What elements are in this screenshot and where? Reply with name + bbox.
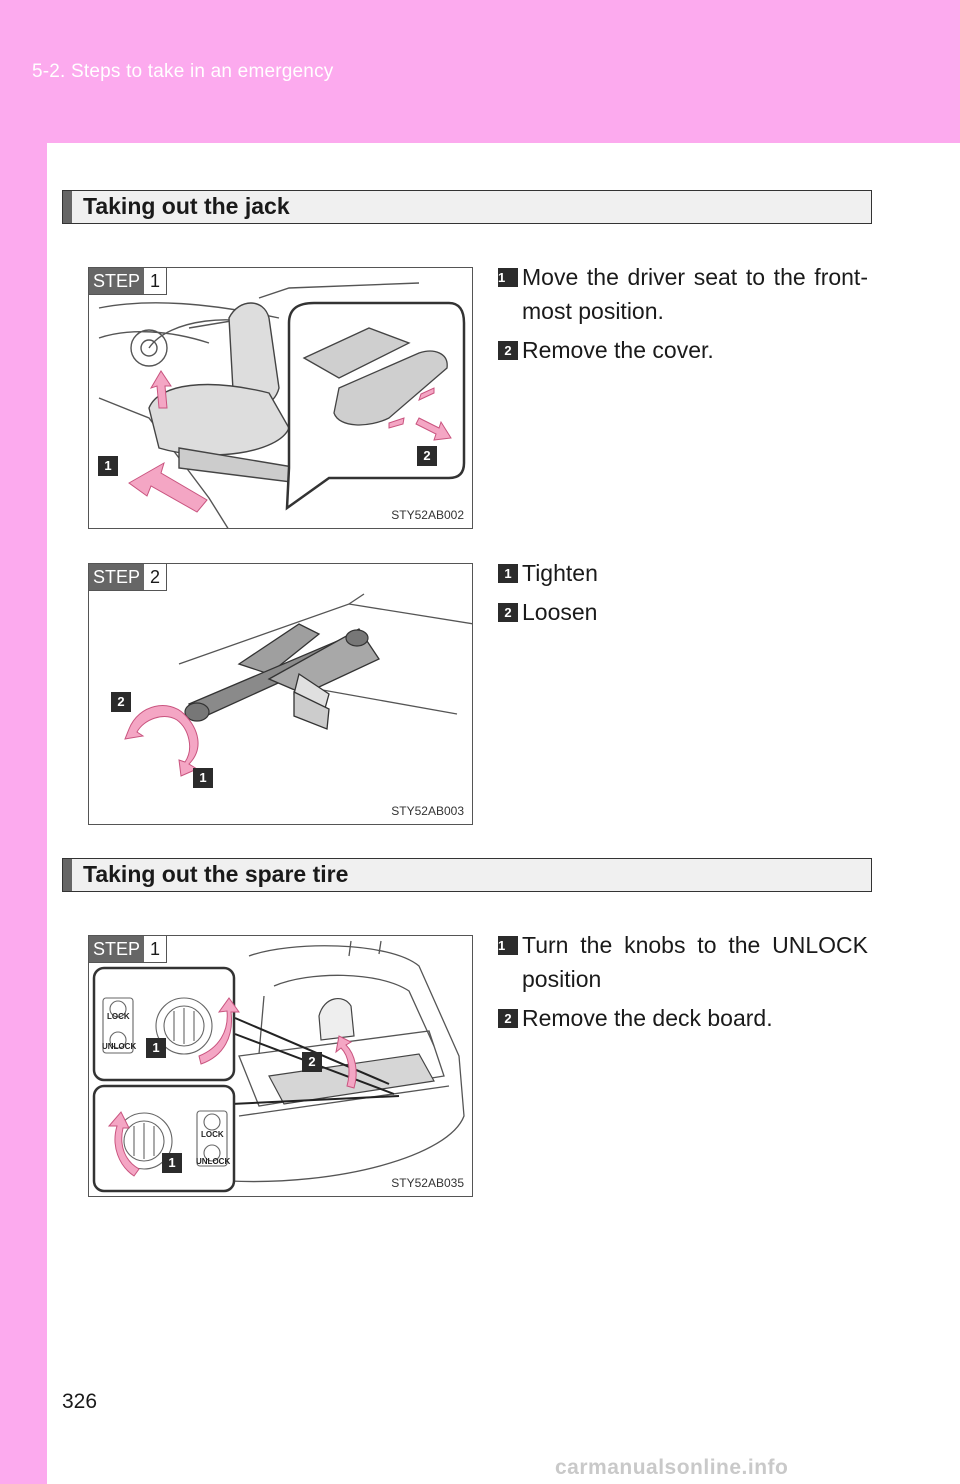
section-heading-jack: Taking out the jack: [62, 190, 872, 224]
instruction-text: Remove the cover.: [522, 337, 714, 363]
instructions-spare-tire: 1 Turn the knobs to the UNLOCK position …: [498, 928, 868, 1040]
callout-1: 1: [146, 1038, 166, 1058]
step-number: 1: [144, 936, 167, 962]
figure-code: STY52AB035: [391, 1176, 464, 1190]
jack-illustration: [124, 593, 472, 777]
instruction-item: 1 Move the driver seat to the front-most…: [498, 260, 868, 328]
step-word: STEP: [89, 936, 145, 962]
step-tab: STEP 1: [89, 268, 168, 295]
instruction-number-badge: 2: [498, 341, 518, 360]
trunk-illustration: [92, 940, 465, 1193]
figure-code: STY52AB002: [391, 508, 464, 522]
figure-code: STY52AB003: [391, 804, 464, 818]
step-word: STEP: [89, 268, 145, 294]
instructions-step1: 1 Move the driver seat to the front-most…: [498, 260, 868, 372]
instruction-text: Loosen: [522, 599, 598, 625]
step-tab: STEP 2: [89, 564, 168, 591]
figure-move-seat: STEP 1 1 2 STY52AB002: [88, 267, 473, 529]
instruction-item: 2 Remove the deck board.: [498, 1001, 868, 1035]
callout-2: 2: [111, 692, 131, 712]
section-heading-spare-tire: Taking out the spare tire: [62, 858, 872, 892]
watermark: carmanualsonline.info: [555, 1456, 789, 1479]
callout-1: 1: [162, 1153, 182, 1173]
section-title: Taking out the spare tire: [83, 861, 349, 887]
callout-1: 1: [98, 456, 118, 476]
instruction-item: 2 Remove the cover.: [498, 333, 868, 367]
knob-label-unlock: UNLOCK: [196, 1157, 231, 1166]
instruction-number-badge: 2: [498, 1009, 518, 1028]
knob-label-unlock: UNLOCK: [102, 1042, 137, 1051]
callout-2: 2: [302, 1052, 322, 1072]
figure-deck-board: STEP 1 LOCK UNLOCK LOCK UNLOCK 1 2 1 STY…: [88, 935, 473, 1197]
instruction-number-badge: 1: [498, 936, 518, 955]
step-number: 1: [144, 268, 167, 294]
section-title: Taking out the jack: [83, 193, 290, 219]
instruction-item: 2 Loosen: [498, 595, 868, 629]
figure-jack: STEP 2 2 1 STY52AB003: [88, 563, 473, 825]
step-tab: STEP 1: [89, 936, 168, 963]
callout-2: 2: [417, 446, 437, 466]
page-number: 326: [62, 1390, 98, 1413]
step-word: STEP: [89, 564, 145, 590]
seat-illustration: [98, 282, 466, 528]
instruction-item: 1 Turn the knobs to the UNLOCK position: [498, 928, 868, 996]
running-header: 5-2. Steps to take in an emergency: [32, 61, 334, 82]
instruction-text: Tighten: [522, 560, 598, 586]
callout-1: 1: [193, 768, 213, 788]
instructions-step2: 1 Tighten 2 Loosen: [498, 556, 868, 634]
knob-label-lock: LOCK: [107, 1012, 130, 1021]
instruction-number-badge: 1: [498, 564, 518, 583]
instruction-number-badge: 2: [498, 603, 518, 622]
knob-label-lock: LOCK: [201, 1130, 224, 1139]
instruction-text: Move the driver seat to the front-most p…: [522, 264, 868, 324]
heading-bar: [63, 191, 72, 223]
instruction-text: Remove the deck board.: [522, 1005, 773, 1031]
instruction-number-badge: 1: [498, 268, 518, 287]
heading-bar: [63, 859, 72, 891]
side-strip: [0, 143, 47, 1484]
instruction-text: Turn the knobs to the UNLOCK position: [522, 932, 868, 992]
header-band: [0, 0, 960, 143]
instruction-item: 1 Tighten: [498, 556, 868, 590]
step-number: 2: [144, 564, 167, 590]
